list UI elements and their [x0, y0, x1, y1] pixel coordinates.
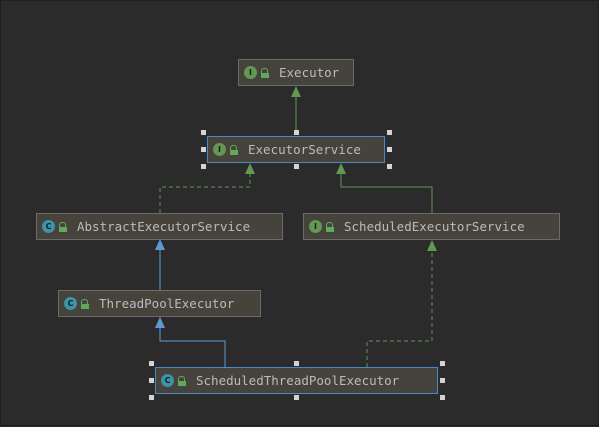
resize-handle[interactable] [294, 164, 299, 169]
arrowhead-executor [291, 86, 301, 97]
public-lock-icon [177, 375, 187, 386]
edge-scheduledexecutorservice-to-executorservice [340, 164, 433, 213]
interface-icon: I [213, 143, 226, 156]
resize-handle[interactable] [387, 164, 392, 169]
resize-handle[interactable] [294, 130, 299, 135]
interface-icon: I [309, 220, 322, 233]
node-thread-pool-executor[interactable]: C ThreadPoolExecutor [58, 290, 261, 317]
node-scheduled-executor-service[interactable]: I ScheduledExecutorService [303, 213, 560, 240]
interface-icon: I [244, 66, 257, 79]
public-lock-icon [80, 298, 90, 309]
resize-handle[interactable] [440, 395, 445, 400]
resize-handle[interactable] [440, 378, 445, 383]
class-icon: C [161, 374, 174, 387]
edge-abstractexecutorservice-to-executorservice [159, 164, 251, 213]
node-abstract-executor-service[interactable]: C AbstractExecutorService [36, 213, 283, 240]
resize-handle[interactable] [149, 395, 154, 400]
edge-scheduledthreadpoolexecutor-to-scheduledexecutorservice [366, 241, 433, 367]
node-label: ScheduledThreadPoolExecutor [196, 373, 400, 388]
arrowhead-abstractexecutorservice [155, 239, 165, 250]
public-lock-icon [58, 221, 68, 232]
node-label: ExecutorService [248, 142, 361, 157]
class-icon: C [64, 297, 77, 310]
resize-handle[interactable] [387, 147, 392, 152]
node-executor-service[interactable]: I ExecutorService [207, 136, 385, 163]
resize-handle[interactable] [149, 378, 154, 383]
resize-handle[interactable] [201, 147, 206, 152]
resize-handle[interactable] [201, 130, 206, 135]
public-lock-icon [229, 144, 239, 155]
node-scheduled-thread-pool-executor[interactable]: C ScheduledThreadPoolExecutor [155, 367, 438, 394]
node-executor[interactable]: I Executor [238, 59, 354, 86]
node-label: ScheduledExecutorService [344, 219, 525, 234]
resize-handle[interactable] [387, 130, 392, 135]
node-label: Executor [279, 65, 340, 80]
node-label: AbstractExecutorService [77, 219, 251, 234]
resize-handle[interactable] [294, 395, 299, 400]
resize-handle[interactable] [149, 361, 154, 366]
arrowhead-scheduledexecutorservice [427, 240, 437, 251]
abstract-class-icon: C [42, 220, 55, 233]
public-lock-icon [260, 67, 270, 78]
resize-handle[interactable] [440, 361, 445, 366]
arrowhead-threadpoolexecutor [155, 317, 165, 328]
arrowhead-executorservice-left [245, 163, 255, 174]
node-label: ThreadPoolExecutor [99, 296, 235, 311]
resize-handle[interactable] [294, 361, 299, 366]
public-lock-icon [325, 221, 335, 232]
edge-scheduledthreadpoolexecutor-to-threadpoolexecutor [159, 317, 226, 367]
arrowhead-executorservice-right [336, 163, 346, 174]
resize-handle[interactable] [201, 164, 206, 169]
